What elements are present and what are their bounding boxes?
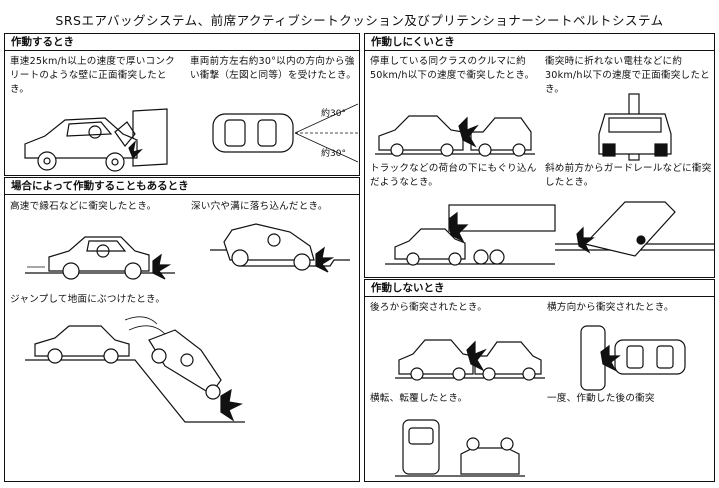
caption-guardrail: 斜め前方からガードレールなどに衝突したとき。 [545,163,712,188]
rollover-illustration [395,419,525,477]
section-heading: 作動しないとき [365,280,714,297]
caption-rollover: 横転、転覆したとき。 [370,393,468,404]
pole-illustration [598,93,672,161]
angle-label-top: 約30° [321,107,346,119]
caption-jump: ジャンプして地面にぶつけたとき。 [10,294,166,305]
page-title: SRSエアバッグシステム、前席アクティブシートクッション及びプリテンショナーシー… [55,13,664,28]
caption-truck: トラックなどの荷台の下にもぐり込んだようなとき。 [370,163,537,188]
angle-label-bottom: 約30° [321,147,346,159]
section-activates: 作動するとき 車速25km/h以上の速度で厚いコンクリートのような壁に正面衝突し… [4,33,360,176]
section-heading: 作動するとき [5,34,359,51]
section-not: 作動しないとき 後ろから衝突されたとき。 横方向から衝突されたとき。 横転、転覆… [364,279,715,482]
caption-pothole: 深い穴や溝に落ち込んだとき。 [191,201,328,212]
angle-crash-illustration: 約30° 約30° [212,103,359,163]
caption-wall-crash: 車速25km/h以上の速度で厚いコンクリートのような壁に正面衝突したとき。 [10,56,175,95]
section-heading: 作動しにくいとき [365,34,714,51]
parked-car-illustration [375,115,535,157]
pothole-illustration [210,223,350,273]
caption-curb-crash: 高速で縁石などに衝突したとき。 [10,201,157,212]
caption-side-impact: 横方向から衝突されたとき。 [547,302,674,313]
section-heading: 場合によって作動することもあるとき [5,178,359,195]
rear-end-illustration [395,339,545,381]
side-impact-illustration [580,325,686,391]
curb-crash-illustration [25,236,175,280]
guardrail-illustration [555,201,715,257]
caption-pole: 衝突時に折れない電柱などに約30km/h以下の速度で正面衝突したとき。 [545,56,710,95]
caption-angle-crash: 車両前方左右約30°以内の方向から強い衝撃（左図と同等）を受けたとき。 [190,56,357,81]
truck-underride-illustration [385,204,556,266]
section-hardly: 作動しにくいとき 停車している同クラスのクルマに約50km/h以下の速度で衝突し… [364,33,715,278]
caption-parked-car: 停車している同クラスのクルマに約50km/h以下の速度で衝突したとき。 [370,56,535,81]
jump-illustration [25,316,245,423]
caption-after-activation: 一度、作動した後の衝突 [547,393,655,404]
caption-rear-end: 後ろから衝突されたとき。 [370,302,488,313]
section-sometimes: 場合によって作動することもあるとき 高速で縁石などに衝突したとき。 深い穴や溝に… [4,177,360,482]
wall-crash-illustration [24,108,168,172]
